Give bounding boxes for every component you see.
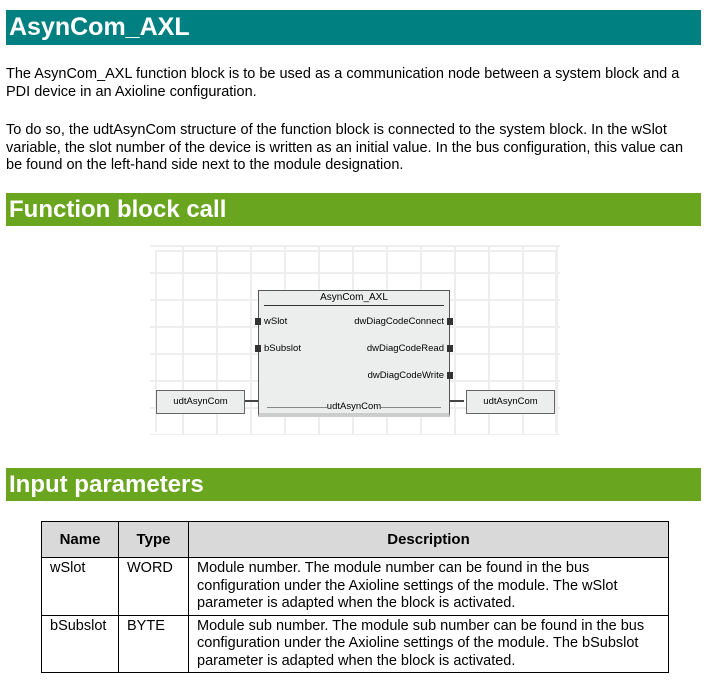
output-pin-icon <box>447 345 453 352</box>
output-pin-icon <box>447 372 453 379</box>
input-pin-icon <box>255 318 261 325</box>
output-connect: dwDiagCodeConnect <box>354 316 444 327</box>
function-block: AsynCom_AXL wSlot bSubslot dwDiagCodeCon… <box>255 290 453 417</box>
cell-description: Module sub number. The module sub number… <box>188 614 669 673</box>
input-bsubslot: bSubslot <box>264 343 301 354</box>
header-name: Name <box>41 521 119 558</box>
cell-description: Module number. The module number can be … <box>188 557 669 616</box>
input-parameters-table: Name Type Description wSlot WORD Module … <box>41 521 669 673</box>
section-heading-inputs: Input parameters <box>6 468 701 501</box>
header-type: Type <box>118 521 189 558</box>
block-name: AsynCom_AXL <box>320 292 388 303</box>
section-heading-call: Function block call <box>6 193 701 226</box>
block-title-underline <box>264 305 444 306</box>
output-write: dwDiagCodeWrite <box>367 370 444 381</box>
cell-name: wSlot <box>41 557 119 616</box>
cell-type: WORD <box>118 557 189 616</box>
cell-name: bSubslot <box>41 614 119 673</box>
input-wslot: wSlot <box>264 316 288 327</box>
header-description: Description <box>188 521 669 558</box>
intro-paragraph: The AsynCom_AXL function block is to be … <box>6 66 680 100</box>
left-variable: udtAsynCom <box>156 390 245 414</box>
right-variable: udtAsynCom <box>466 390 555 414</box>
cell-type: BYTE <box>118 614 189 673</box>
output-pin-icon <box>447 318 453 325</box>
table-row: wSlot WORD Module number. The module num… <box>41 557 669 616</box>
input-pin-icon <box>255 345 261 352</box>
table-header: Name Type Description <box>41 521 669 558</box>
page-title: AsynCom_AXL <box>6 10 701 45</box>
table-row: bSubslot BYTE Module sub number. The mod… <box>41 614 669 673</box>
left-wire <box>245 400 259 402</box>
inout-udtasyncom: udtAsynCom <box>267 401 441 412</box>
right-wire <box>450 400 464 402</box>
diagram-frame <box>155 250 557 432</box>
intro-paragraph: To do so, the udtAsynCom structure of th… <box>6 122 684 173</box>
output-read: dwDiagCodeRead <box>366 343 444 354</box>
function-block-diagram: udtAsynCom AsynCom_AXL wSlot bSubslot dw… <box>150 245 560 435</box>
